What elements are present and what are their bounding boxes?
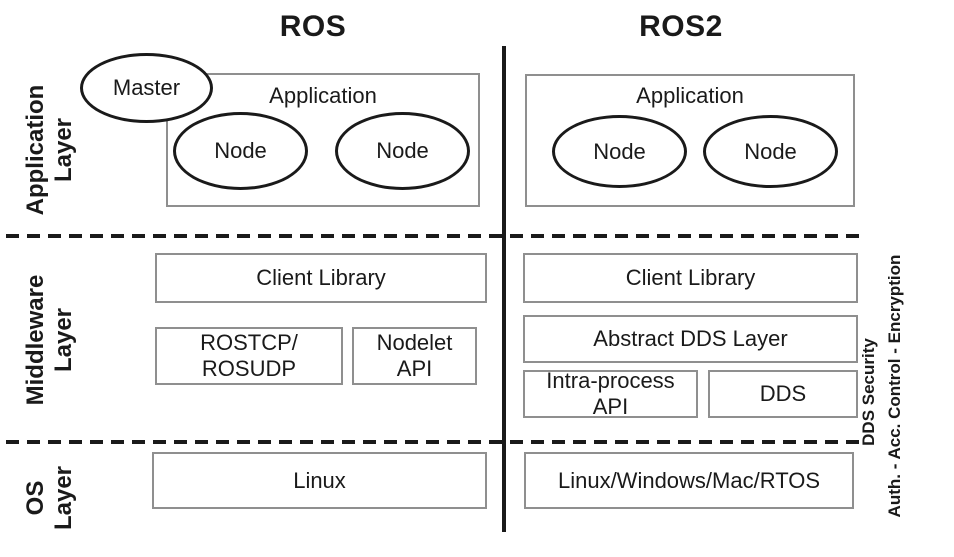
ros-transport-box: ROSTCP/ ROSUDP [155,327,343,385]
auth-acc-control-encryption-label: Auth. - Acc. Control - Encryption [885,254,904,518]
ros-nodelet-api-box: Nodelet API [352,327,477,385]
ros2-abstract-dds-layer-box: Abstract DDS Layer [523,315,858,363]
ros-master-label: Master [112,75,181,100]
column-divider-line [502,46,506,532]
ros-node-ellipse: Node [335,112,470,190]
ros2-os-box: Linux/Windows/Mac/RTOS [524,452,854,509]
column-header-ros2: ROS2 [639,10,723,43]
ros2-dds-box: DDS [708,370,858,418]
column-header-ros: ROS [279,10,347,43]
ros-application-box-title: Application [269,83,377,108]
ros2-node-ellipse: Node [552,115,687,188]
ros-node-label: Node [376,138,429,163]
layer-separator-application-middleware [6,234,864,238]
ros2-node-ellipse: Node [703,115,838,188]
layer-label-application: Application Layer [22,84,77,216]
dds-security-label: DDS Security [859,338,878,446]
ros2-node-label: Node [593,138,646,164]
ros-os-box: Linux [152,452,487,509]
ros-node-label: Node [214,138,267,163]
ros2-application-box-title: Application [636,83,744,108]
ros-node-ellipse: Node [173,112,308,190]
layer-label-middleware: Middleware Layer [22,274,77,406]
ros2-node-label: Node [744,138,797,164]
layer-separator-middleware-os [6,440,864,444]
ros-master-ellipse: Master [80,53,213,123]
ros2-intra-process-api-box: Intra-process API [523,368,698,419]
layer-label-os: OS Layer [22,465,77,531]
ros2-client-library-box: Client Library [523,253,858,303]
ros-client-library-box: Client Library [155,253,487,303]
